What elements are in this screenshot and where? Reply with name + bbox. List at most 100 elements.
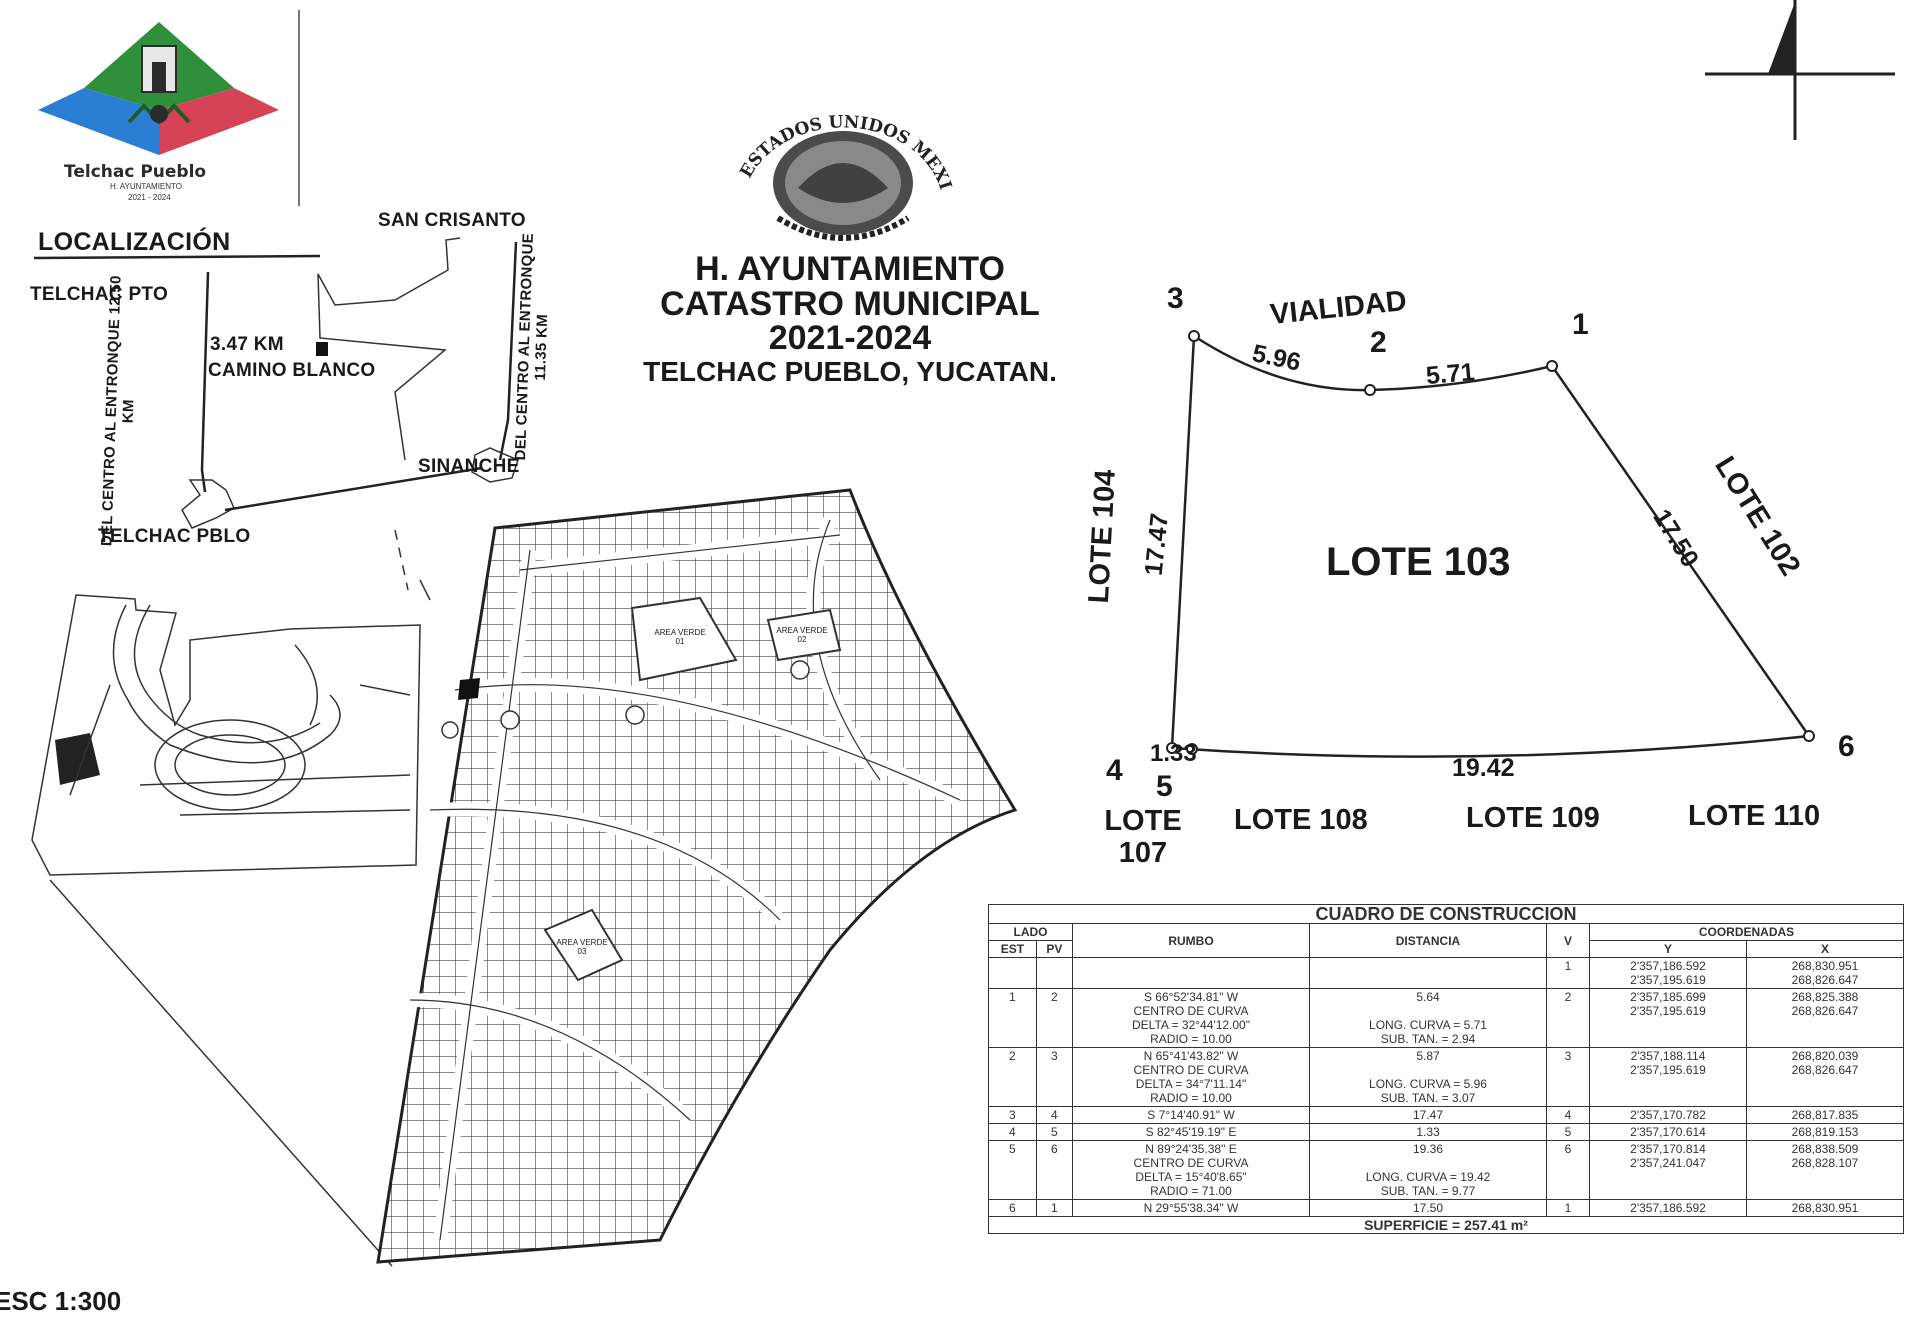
table-cell-distancia: 5.87 LONG. CURVA = 5.96 SUB. TAN. = 3.07 [1309,1047,1547,1107]
lot-bottom-110: LOTE 110 [1688,800,1821,832]
table-cell-v: 4 [1546,1106,1590,1124]
table-cell-est [988,957,1037,989]
table-cell-v: 1 [1546,1199,1590,1217]
north-arrow-icon [1705,0,1895,140]
superficie: SUPERFICIE = 257.41 m² [988,1216,1904,1234]
table-cell-est: 1 [988,988,1037,1048]
table-title: CUADRO DE CONSTRUCCION [988,904,1904,924]
table-cell-x: 268,817.835 [1746,1106,1904,1124]
subdivision-plan: AREA VERDE 01 AREA VERDE 02 AREA VERDE 0… [360,480,1030,1280]
place-telchac-pto: TELCHAC PTO [30,284,169,305]
header-line-2: CATASTRO MUNICIPAL [660,284,1040,323]
header-distancia: DISTANCIA [1309,923,1547,958]
header-line-4: TELCHAC PUEBLO, YUCATAN. [643,356,1057,388]
lot-bottom-108: LOTE 108 [1234,804,1368,836]
table-cell-x: 268,819.153 [1746,1123,1904,1141]
header-line-3: 2021-2024 [768,319,932,358]
table-cell-pv: 6 [1035,1140,1074,1200]
table-cell-rumbo: N 29°55'38.34" W [1072,1199,1310,1217]
municipal-logo: Telchac Pueblo H. AYUNTAMIENTO 2021 - 20… [24,10,300,206]
table-cell-x: 268,830.951 [1746,1199,1904,1217]
header-coordenadas: COORDENADAS [1589,923,1904,941]
table-cell-rumbo: S 66°52'34.81" W CENTRO DE CURVA DELTA =… [1072,988,1310,1048]
table-cell-rumbo: S 7°14'40.91" W [1072,1106,1310,1124]
table-cell-y: 2'357,186.592 2'357,195.619 [1589,957,1747,989]
location-title: LOCALIZACIÓN [38,228,231,256]
table-cell-pv: 1 [1035,1199,1074,1217]
table-cell-y: 2'357,185.699 2'357,195.619 [1589,988,1747,1048]
location-roads [33,237,519,590]
header-lado: LADO [988,923,1073,941]
vertex-4: 4 [1106,754,1123,787]
location-map: LOCALIZACIÓN TELCHAC PTO SAN CRISANTO 3.… [20,210,620,590]
table-cell-pv [1035,957,1074,989]
vertex-1: 1 [1572,308,1589,341]
logo-emblem-icon [38,22,279,155]
place-san-crisanto: SAN CRISANTO [378,210,526,231]
area-verde-c: AREA VERDE 03 [556,938,608,956]
subdivision-drawing [376,488,1018,1264]
national-seal: ESTADOS UNIDOS MEXICANOS [710,53,968,248]
header-y: Y [1589,940,1747,958]
north-arrow [1700,0,1900,150]
table-cell-distancia: 17.47 [1309,1106,1547,1124]
vertex-2: 2 [1370,326,1387,359]
table-cell-x: 268,830.951 268,826.647 [1746,957,1904,989]
table-cell-v: 6 [1546,1140,1590,1200]
lot-plan: 3 2 1 4 5 6 VIALIDAD 5.96 5.71 LOTE 103 … [1040,270,1900,890]
lot-bottom-109: LOTE 109 [1466,802,1600,834]
header-est: EST [988,940,1037,958]
header-pv: PV [1035,940,1074,958]
logo-name: Telchac Pueblo [64,162,207,182]
table-cell-x: 268,820.039 268,826.647 [1746,1047,1904,1107]
table-cell-y: 2'357,170.814 2'357,241.047 [1589,1140,1747,1200]
table-cell-distancia: 17.50 [1309,1199,1547,1217]
header-x: X [1746,940,1904,958]
table-cell-x: 268,838.509 268,828.107 [1746,1140,1904,1200]
table-cell-distancia: 1.33 [1309,1123,1547,1141]
table-cell-y: 2'357,170.614 [1589,1123,1747,1141]
table-cell-est: 4 [988,1123,1037,1141]
header-v: V [1546,923,1590,958]
table-cell-y: 2'357,186.592 [1589,1199,1747,1217]
table-cell-pv: 2 [1035,988,1074,1048]
lot-outline [1166,330,1815,758]
table-cell-pv: 5 [1035,1123,1074,1141]
place-telchac-pblo: TELCHAC PBLO [98,526,251,547]
table-cell-pv: 3 [1035,1047,1074,1107]
vertex-6: 6 [1838,730,1855,763]
header-block: H. AYUNTAMIENTO CATASTRO MUNICIPAL 2021-… [600,252,1100,387]
table-cell-pv: 4 [1035,1106,1074,1124]
table-cell-rumbo [1072,957,1310,989]
table-cell-v: 3 [1546,1047,1590,1107]
eagle-seal-icon: ESTADOS UNIDOS MEXICANOS [710,53,955,241]
table-cell-v: 2 [1546,988,1590,1048]
construction-table: CUADRO DE CONSTRUCCION LADO RUMBO DISTAN… [988,904,1904,1234]
place-sinanche: SINANCHE [418,456,520,477]
table-cell-rumbo: S 82°45'19.19" E [1072,1123,1310,1141]
table-cell-distancia [1309,957,1547,989]
table-cell-est: 3 [988,1106,1037,1124]
table-cell-y: 2'357,188.114 2'357,195.619 [1589,1047,1747,1107]
table-cell-v: 1 [1546,957,1590,989]
table-cell-x: 268,825.388 268,826.647 [1746,988,1904,1048]
lot-main-label: LOTE 103 [1326,540,1511,584]
table-cell-rumbo: N 65°41'43.82" W CENTRO DE CURVA DELTA =… [1072,1047,1310,1107]
table-cell-distancia: 19.36 LONG. CURVA = 19.42 SUB. TAN. = 9.… [1309,1140,1547,1200]
segment-4-5: 1.33 [1150,740,1197,767]
table-cell-v: 5 [1546,1123,1590,1141]
table-cell-est: 5 [988,1140,1037,1200]
table-cell-rumbo: N 89°24'35.38" E CENTRO DE CURVA DELTA =… [1072,1140,1310,1200]
header-line-1: H. AYUNTAMIENTO [695,250,1005,288]
segment-5-6: 19.42 [1452,754,1515,782]
segment-1-2: 5.71 [1424,357,1476,391]
table-cell-est: 2 [988,1047,1037,1107]
area-verde-a: AREA VERDE 01 [654,628,706,646]
table-cell-distancia: 5.64 LONG. CURVA = 5.71 SUB. TAN. = 2.94 [1309,988,1547,1048]
